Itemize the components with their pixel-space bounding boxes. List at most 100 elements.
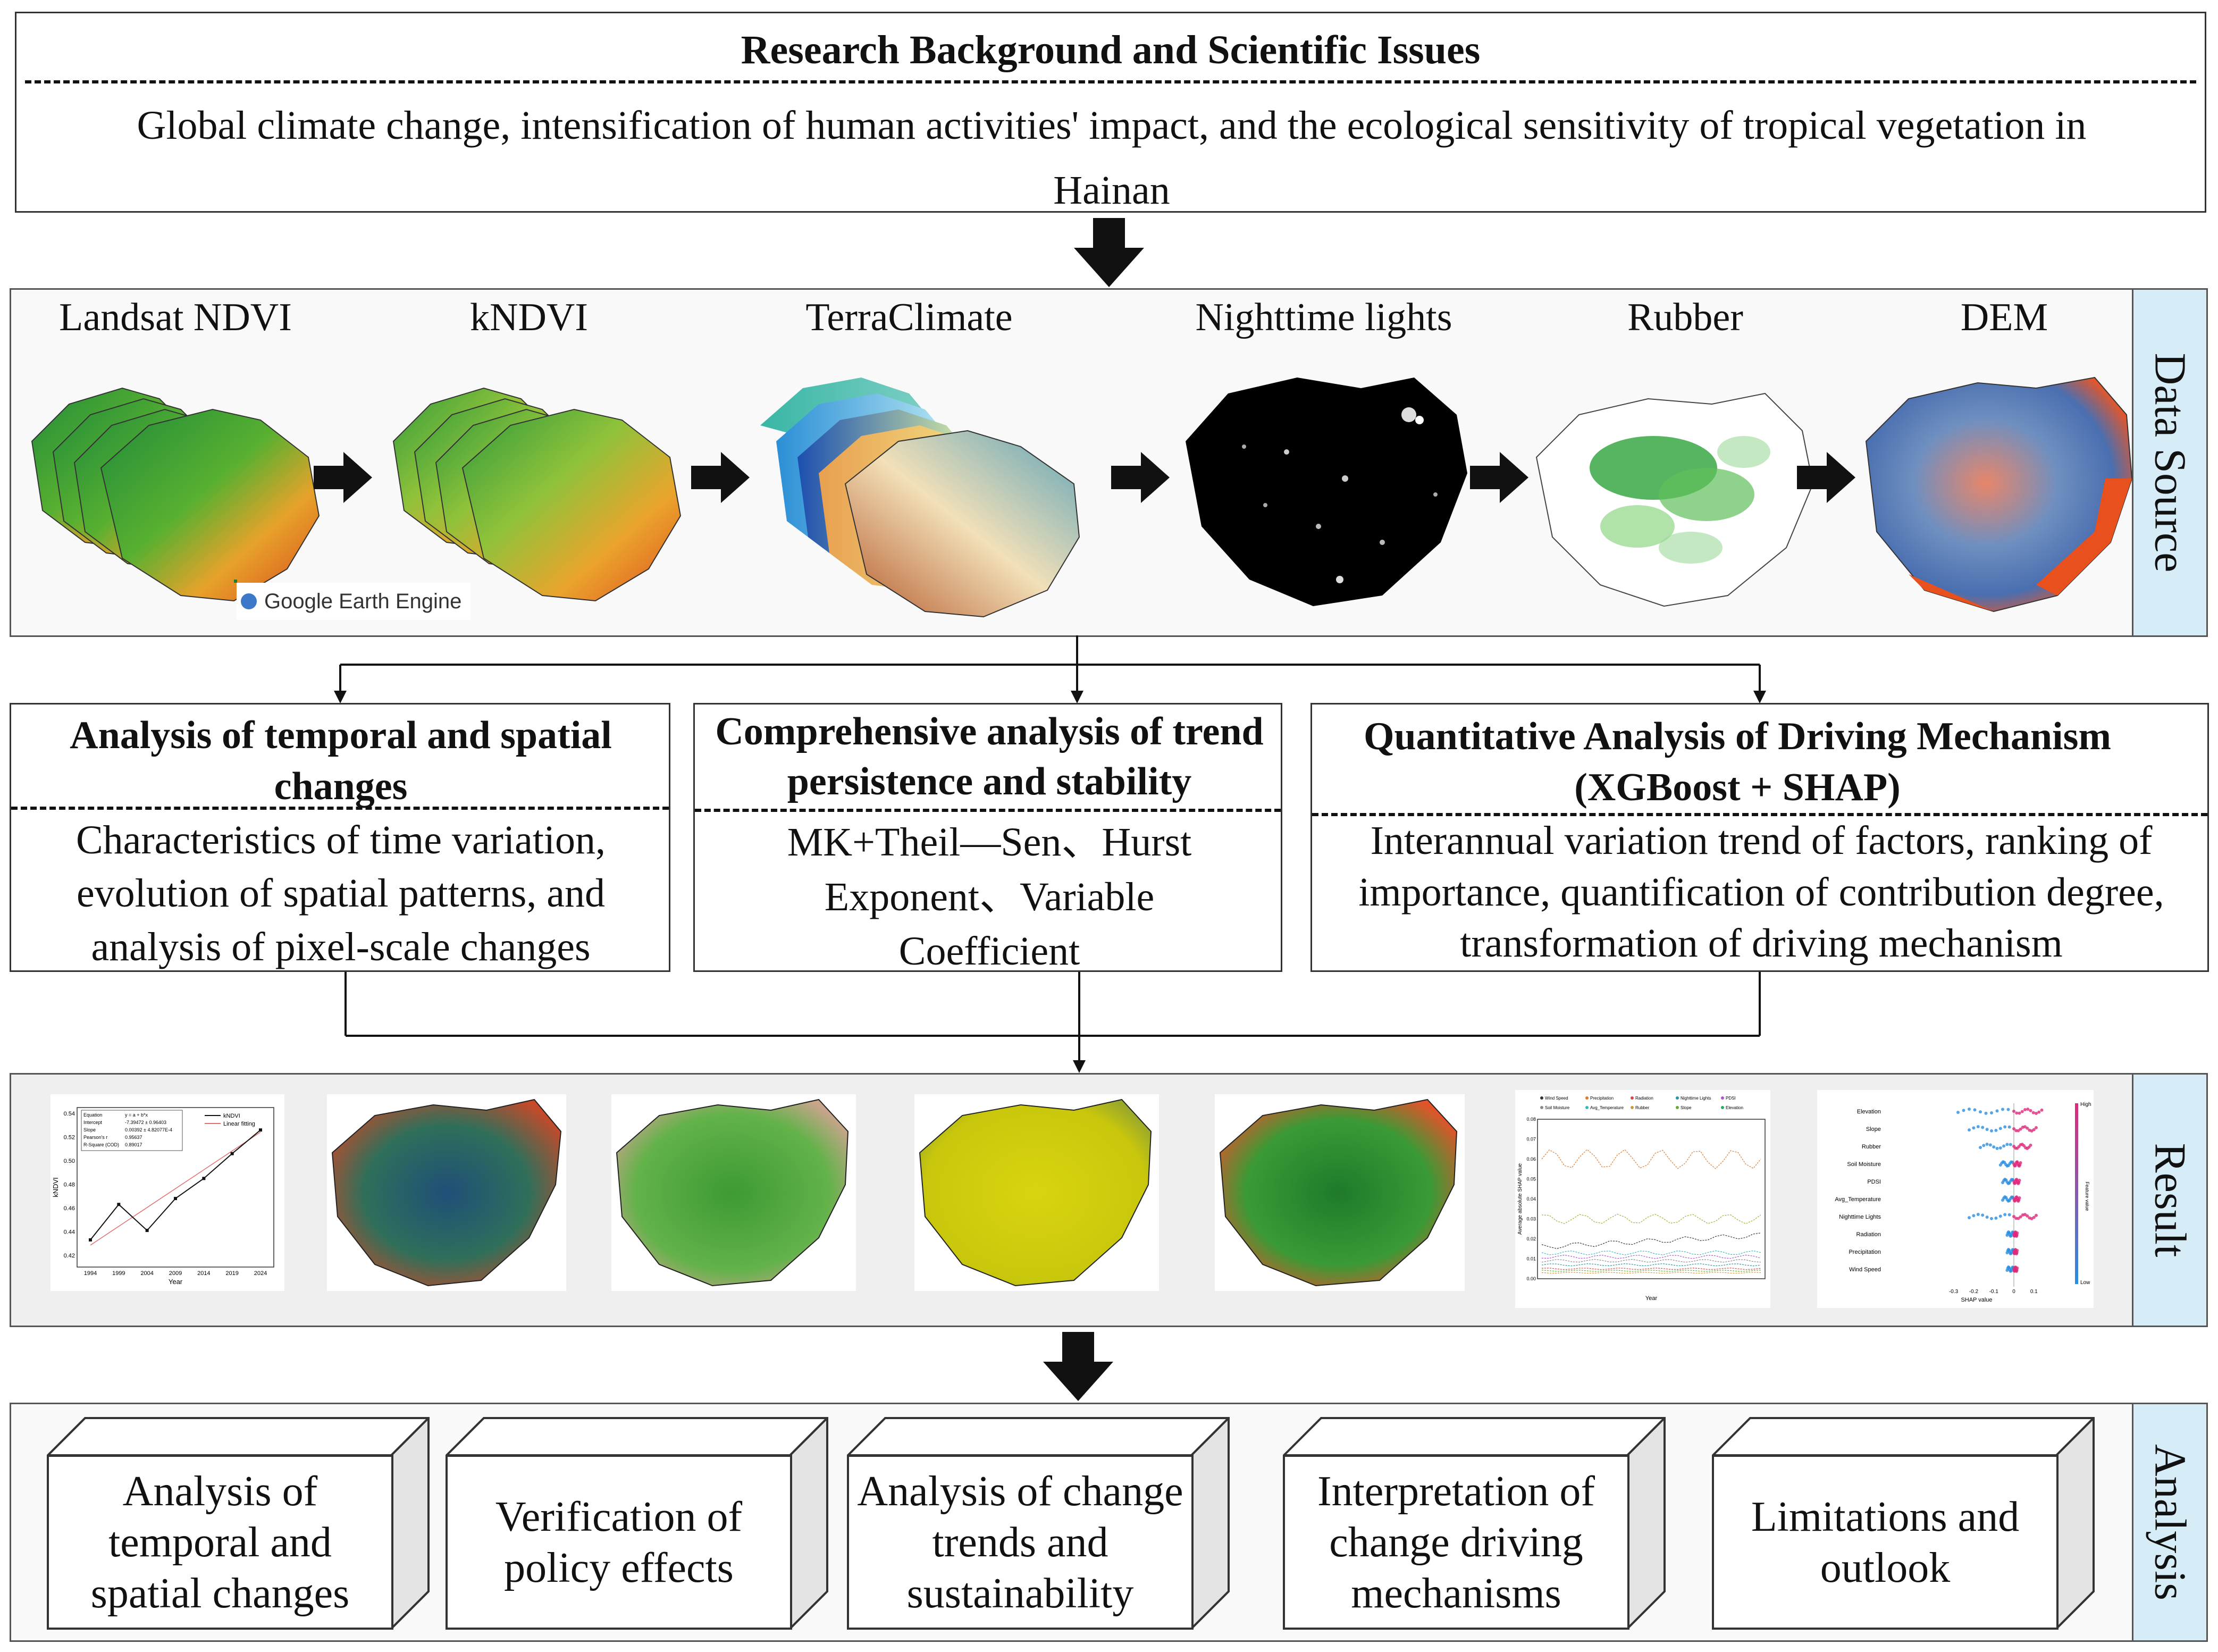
stats-value: y = a + b*x [125,1112,148,1118]
shap-point [2035,1126,2038,1129]
stats-table [81,1110,183,1151]
shap-point [2019,1215,2022,1219]
ds-label-landsat-ndvi: Landsat NDVI [59,296,292,339]
x-tick-label: 2024 [254,1270,267,1277]
y-axis-label: Average absolute SHAP value [1517,1163,1523,1235]
shap-point [2023,1108,2027,1111]
stats-key: Equation [83,1112,103,1118]
feature-label: PDSI [1867,1179,1881,1185]
kndvi-point [202,1177,206,1180]
analysis-box-mechanisms: Interpretation of change driving mechani… [1283,1455,1629,1630]
stats-key: R-Square (COD) [83,1142,119,1147]
x-tick-label: 2019 [225,1270,238,1277]
stats-value: 0.95637 [125,1135,142,1140]
shap-series-line [1541,1268,1761,1270]
y-tick-label: 0.48 [64,1181,75,1188]
y-axis-label: kNDVI [52,1177,60,1197]
ds-label-nighttime-lights: Nighttime lights [1195,296,1452,339]
data-source-panel: Data Source [10,288,2208,637]
analysis-driving-divider [1312,813,2207,816]
x-tick-label: 1999 [112,1270,125,1277]
shap-point [1972,1126,1976,1130]
legend-label: Precipitation [1590,1096,1614,1101]
analysis-box-trends: Analysis of change trends and sustainabi… [847,1455,1194,1630]
legend-label: Elevation [1726,1105,1743,1110]
colorbar-high: High [2080,1102,2091,1108]
shap-point [2005,1143,2009,1146]
shap-point [2018,1178,2021,1182]
legend-kndvi: kNDVI [223,1113,240,1119]
x-tick-label: -0.3 [1949,1289,1959,1295]
shap-point [1990,1217,1993,1220]
ds-label-terraclimate: TerraClimate [805,296,1013,339]
shap-point [2035,1111,2038,1115]
shap-point [1981,1213,1985,1217]
shap-point [2007,1125,2011,1129]
shap-point [2031,1111,2035,1114]
y-tick-label: 0.06 [1526,1156,1536,1162]
shap-point [1995,1146,1999,1150]
legend-marker [1585,1096,1589,1100]
shap-point [1979,1146,1982,1150]
y-tick-label: 0.50 [64,1158,75,1164]
legend-marker [1631,1096,1634,1100]
stats-value: -7.39472 ± 0.96403 [125,1120,166,1125]
kndvi-point [117,1203,121,1206]
kndvi-map-stack [392,387,682,602]
x-tick-label: 2004 [140,1270,153,1277]
analysis-temporal-spatial-title: Analysis of temporal and spatial changes [70,714,612,808]
stats-value: 0.00392 ± 4.82077E-4 [125,1127,172,1133]
shap-point [2012,1110,2015,1113]
x-axis-label: SHAP value [1961,1297,1992,1303]
legend-label: Radiation [1635,1096,1653,1101]
y-tick-label: 0.03 [1526,1217,1536,1222]
legend-label: Soil Moisture [1545,1105,1570,1110]
stats-value: 0.89017 [125,1142,142,1147]
shap-point [2019,1127,2022,1131]
shap-point [2035,1213,2038,1217]
x-tick-label: 2014 [197,1270,210,1277]
shap-point [2003,1125,2007,1129]
result-side-label: Result [2145,1143,2195,1257]
shap-series-line [1541,1213,1761,1225]
x-tick-label: 1994 [84,1270,97,1277]
legend-label: Slope [1681,1105,1692,1110]
y-tick-label: 0.04 [1526,1196,1536,1202]
shap-point [2012,1215,2015,1218]
feature-label: Wind Speed [1849,1267,1881,1273]
result-side: Result [2132,1075,2206,1326]
shap-point [2017,1217,2020,1220]
landsat-ndvi-map-stack [31,387,320,602]
x-tick-label: -0.1 [1989,1289,1999,1295]
kndvi-point [174,1197,177,1201]
x-axis-label: Year [1645,1295,1658,1302]
feature-label: Nighttime Lights [1839,1214,1881,1220]
shap-point [1994,1129,1998,1133]
legend-marker [1676,1106,1679,1109]
result-map-2 [611,1094,856,1291]
analysis-temporal-spatial-divider [11,807,669,810]
shap-point [1992,1145,1996,1149]
shap-series-line [1541,1263,1761,1267]
kndvi-point [259,1128,262,1132]
y-tick-label: 0.00 [1526,1276,1536,1281]
shap-point [1968,1128,1971,1132]
analysis-trend-divider [695,809,1281,812]
legend-label: Nighttime Lights [1681,1096,1711,1101]
dem-map [1865,376,2133,613]
x-tick-label: -0.2 [1969,1289,1979,1295]
colorbar-label: Feature value [2085,1181,2090,1211]
plot-frame [77,1107,274,1268]
feature-label: Radiation [1856,1231,1881,1238]
shap-point [2026,1214,2029,1218]
shap-point [2015,1231,2019,1235]
analysis-driving-box: Quantitative Analysis of Driving Mechani… [1310,703,2209,972]
y-tick-label: 0.44 [64,1229,75,1235]
cube-depth [47,1417,430,1630]
analysis-box-limitations: Limitations and outlook [1712,1455,2059,1630]
analysis-box-policy: Verification of policy effects [446,1455,792,1630]
y-tick-label: 0.42 [64,1253,75,1259]
